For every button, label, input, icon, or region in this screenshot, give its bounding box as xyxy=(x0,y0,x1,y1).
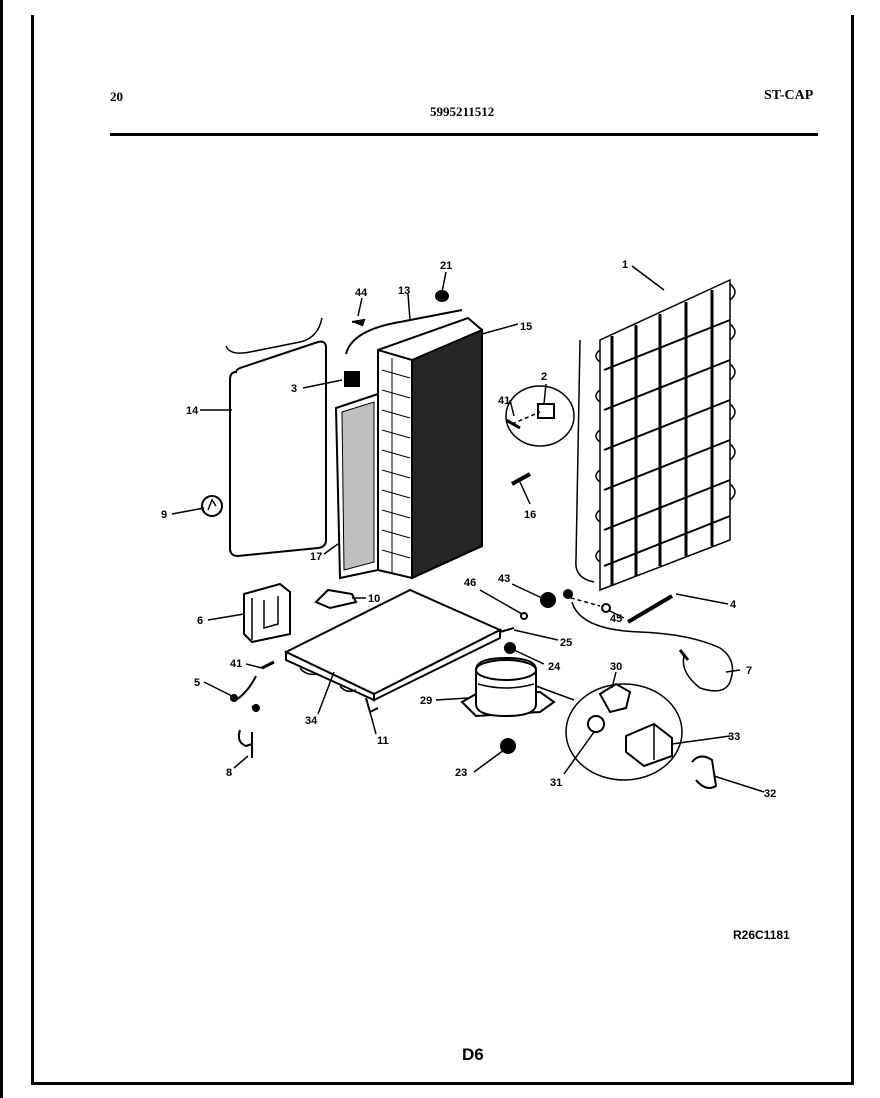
part-2-clamp xyxy=(537,403,555,419)
callout-24: 24 xyxy=(548,661,561,673)
section-tag: ST-CAP xyxy=(764,88,814,103)
callout-14: 14 xyxy=(186,405,199,417)
part-34-base-plate xyxy=(283,588,503,702)
callout-45: 45 xyxy=(610,613,622,625)
callout-5: 5 xyxy=(194,677,200,689)
part-31-overload xyxy=(587,715,605,733)
callout-7: 7 xyxy=(746,665,752,677)
part-15-evaporator xyxy=(377,316,483,580)
part-14-wire xyxy=(225,317,323,354)
callout-41-lower: 41 xyxy=(230,658,242,670)
part-33-capacitor xyxy=(625,722,673,768)
callout-33: 33 xyxy=(728,731,740,743)
callout-41-upper: 41 xyxy=(498,395,510,407)
callout-32: 32 xyxy=(764,788,776,800)
part-8-clip xyxy=(237,729,253,758)
callout-17: 17 xyxy=(310,551,322,563)
callout-23: 23 xyxy=(455,767,467,779)
part-32-clip xyxy=(691,755,718,789)
part-17-insulation xyxy=(334,392,379,580)
part-43-fitting xyxy=(540,592,556,608)
callout-21: 21 xyxy=(440,260,452,272)
part-21-plug xyxy=(435,290,449,302)
callout-11: 11 xyxy=(377,735,389,747)
part-5-screws xyxy=(235,675,257,711)
page-frame xyxy=(31,15,854,1085)
callout-15: 15 xyxy=(520,321,532,333)
part-41-screw xyxy=(505,418,521,430)
part-29-compressor xyxy=(460,656,575,718)
page-code: D6 xyxy=(462,1045,484,1064)
part-10-bracket xyxy=(314,588,358,610)
part-6-bracket xyxy=(243,582,291,644)
callout-1: 1 xyxy=(622,259,628,271)
part-16-screw xyxy=(511,472,531,486)
callout-30: 30 xyxy=(610,661,622,673)
part-1-condenser xyxy=(575,278,736,592)
callout-6: 6 xyxy=(197,615,203,627)
callout-3: 3 xyxy=(291,383,297,395)
electrical-inset xyxy=(565,683,683,781)
callout-29: 29 xyxy=(420,695,432,707)
callout-16: 16 xyxy=(524,509,536,521)
callout-43: 43 xyxy=(498,573,510,585)
callout-8: 8 xyxy=(226,767,232,779)
callout-2: 2 xyxy=(541,371,547,383)
part-45-connector xyxy=(563,595,601,607)
part-24-grommet xyxy=(504,642,516,654)
callout-10: 10 xyxy=(368,593,380,605)
callout-34: 34 xyxy=(305,715,318,727)
callout-44: 44 xyxy=(355,287,368,299)
page-number: 20 xyxy=(110,89,123,104)
part-2-inset xyxy=(505,385,575,447)
callout-9: 9 xyxy=(161,509,167,521)
drawing-code: R26C1181 xyxy=(733,928,790,942)
part-44-clip xyxy=(351,318,366,327)
callout-46: 46 xyxy=(464,577,476,589)
part-41-lower-screw xyxy=(261,660,275,670)
part-9-grommet xyxy=(201,495,223,517)
callout-31: 31 xyxy=(550,777,562,789)
part-4-drier xyxy=(626,594,674,624)
part-13-tube xyxy=(345,309,463,355)
part-number: 5995211512 xyxy=(430,104,495,119)
part-25-clip xyxy=(499,627,515,633)
part-23-grommet xyxy=(500,738,516,754)
part-3-clip xyxy=(344,371,360,387)
part-30-relay xyxy=(598,682,632,714)
part-7-wire xyxy=(571,601,734,692)
callout-4: 4 xyxy=(730,599,737,611)
callout-13: 13 xyxy=(398,285,410,297)
scan-edge xyxy=(0,0,3,1098)
callout-25: 25 xyxy=(560,637,572,649)
part-14-gasket xyxy=(229,340,327,558)
header-rule xyxy=(110,133,818,136)
part-46-washer xyxy=(520,612,528,620)
